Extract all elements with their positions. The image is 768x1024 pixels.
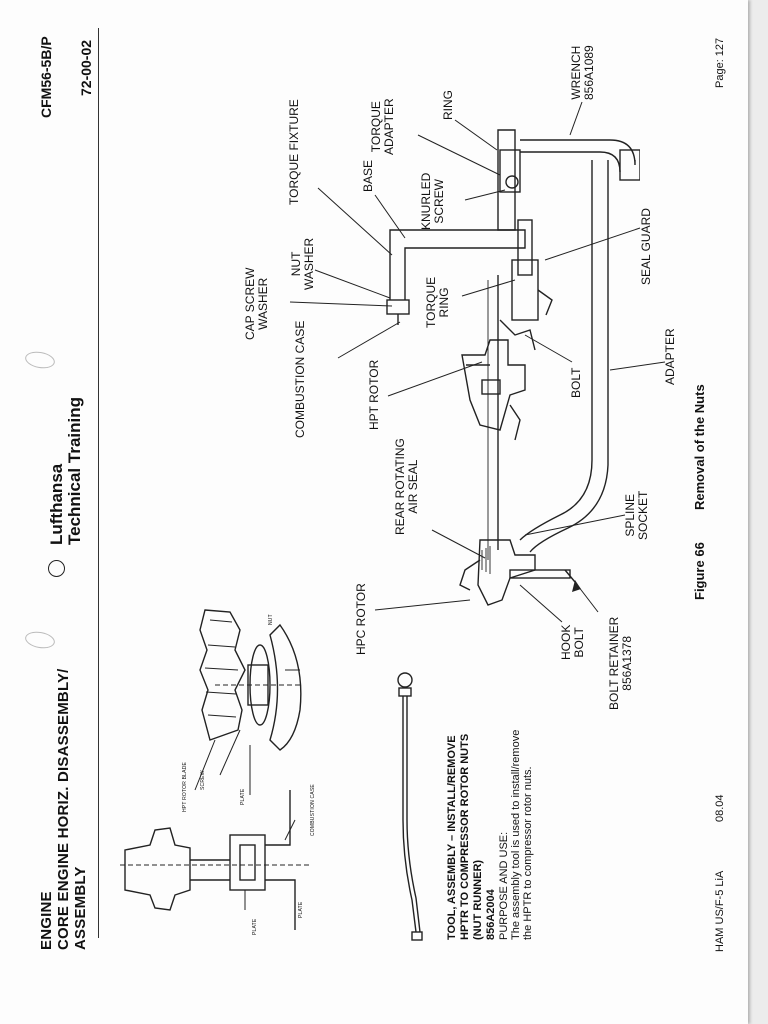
label-bolt: BOLT [569, 367, 583, 398]
label-screw: SCREW [432, 178, 446, 224]
label-rear-rotating-air-seal: REAR ROTATING AIR SEAL [393, 438, 420, 535]
label-rear-rotating-2: AIR SEAL [406, 459, 420, 514]
label-torque-ring-2: RING [437, 287, 451, 318]
label-base: BASE [361, 159, 375, 192]
label-combustion-case: COMBUSTION CASE [293, 320, 307, 438]
label-wrench: WRENCH 856A1089 [569, 45, 596, 100]
label-nut-washer: NUT WASHER [289, 237, 316, 290]
page-number: Page: 127 [714, 37, 726, 88]
inset-drawing [120, 609, 310, 930]
figure-title: Removal of the Nuts [692, 384, 707, 510]
footer-left: HAM US/F-5 LiA [714, 870, 726, 952]
lufthansa-logo-icon [48, 560, 65, 577]
label-seal-guard: SEAL GUARD [639, 208, 653, 285]
label-cap-screw-washer: CAP SCREW WASHER [243, 268, 270, 340]
label-spline-2: SOCKET [636, 490, 650, 540]
label-adapter: ADAPTER [382, 98, 396, 155]
leader-lines [289, 101, 666, 623]
label-bolt-retainer-2: 856A1378 [620, 635, 634, 691]
label-ring: RING [441, 90, 455, 120]
label-hpt-rotor: HPT ROTOR [367, 359, 381, 430]
label-knurled-screw: KNURLED SCREW [419, 173, 446, 230]
label-bolt-retainer: BOLT RETAINER 856A1378 [607, 617, 634, 710]
label-torque-adapter: TORQUE ADAPTER [369, 98, 396, 155]
label-adapter-2: ADAPTER [663, 328, 677, 385]
label-torque-ring: TORQUE RING [424, 277, 451, 328]
label-torque-fixture: TORQUE FIXTURE [287, 99, 301, 205]
label-spline-socket: SPLINE SOCKET [623, 490, 650, 540]
main-assembly-drawing [386, 129, 640, 606]
document-page: ENGINE CORE ENGINE HORIZ. DISASSEMBLY/ A… [0, 0, 748, 1024]
label-washer: WASHER [256, 277, 270, 330]
label-hook-2: BOLT [572, 627, 586, 658]
label-hpc-rotor: HPC ROTOR [354, 583, 368, 655]
label-wrench-pn: 856A1089 [582, 45, 596, 100]
label-washer2: WASHER [302, 237, 316, 290]
footer-date: 08.04 [714, 794, 726, 822]
label-hook-bolt: HOOK BOLT [559, 625, 586, 660]
figure-number: Figure 66 [692, 542, 707, 600]
header-rule [98, 28, 99, 938]
tool-sketch [397, 672, 423, 941]
